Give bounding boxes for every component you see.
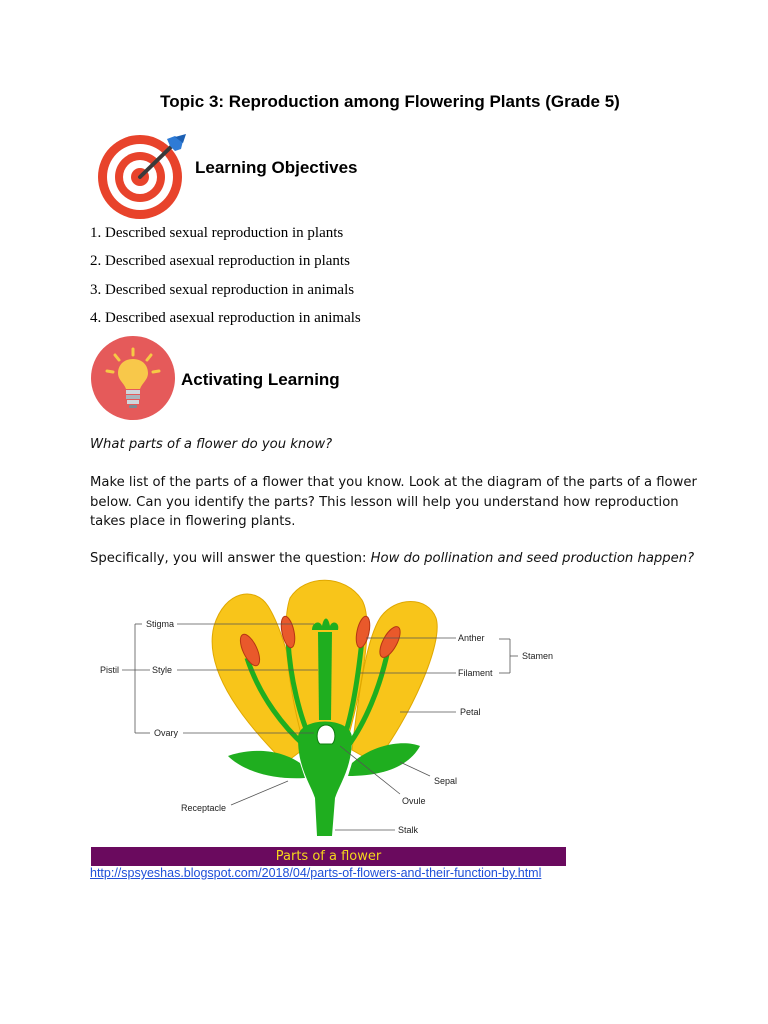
flower-diagram: Stigma Style Ovary Pistil Anther Filamen… <box>100 579 553 836</box>
label-stalk: Stalk <box>398 825 419 835</box>
objective-item-4: 4. Described asexual reproduction in ani… <box>90 309 361 326</box>
label-petal: Petal <box>460 707 481 717</box>
lightbulb-icon <box>91 336 175 420</box>
objective-item-2: 2. Described asexual reproduction in pla… <box>90 253 350 270</box>
stigma-shape <box>312 618 339 630</box>
label-sepal: Sepal <box>434 776 457 786</box>
specific-prefix: Specifically, you will answer the questi… <box>90 551 371 566</box>
style-shape <box>318 632 332 720</box>
label-filament: Filament <box>458 668 493 678</box>
filament-right <box>345 649 391 748</box>
anther-center-right <box>355 615 371 649</box>
sepal-right <box>348 743 420 776</box>
page-title: Topic 3: Reproduction among Flowering Pl… <box>160 92 620 111</box>
ovule-shape <box>316 724 336 745</box>
specific-question: How do pollination and seed production h… <box>370 551 695 566</box>
label-stamen: Stamen <box>522 651 553 661</box>
receptacle-shape <box>298 721 352 836</box>
label-receptacle: Receptacle <box>181 803 226 813</box>
label-stigma: Stigma <box>146 619 174 629</box>
specific-question-line: Specifically, you will answer the questi… <box>90 549 730 569</box>
sepal-left <box>228 750 305 779</box>
source-link[interactable]: http://spsyeshas.blogspot.com/2018/04/pa… <box>90 866 542 880</box>
anther-right <box>379 626 401 658</box>
objective-item-1: 1. Described sexual reproduction in plan… <box>90 225 344 241</box>
label-style: Style <box>152 665 172 675</box>
label-ovary: Ovary <box>154 728 179 738</box>
objective-item-3: 3. Described sexual reproduction in anim… <box>90 281 355 298</box>
label-anther: Anther <box>458 633 485 643</box>
activating-learning-heading: Activating Learning <box>181 370 340 389</box>
objectives-list: 1. Described sexual reproduction in plan… <box>90 224 361 337</box>
target-icon <box>98 134 186 219</box>
label-pistil: Pistil <box>100 665 119 675</box>
anther-left <box>239 633 261 667</box>
label-ovule: Ovule <box>402 796 426 806</box>
diagram-caption: Parts of a flower <box>91 847 566 866</box>
question-text: What parts of a flower do you know? <box>90 437 333 452</box>
intro-paragraph: Make list of the parts of a flower that … <box>90 475 697 529</box>
learning-objectives-heading: Learning Objectives <box>195 158 358 177</box>
